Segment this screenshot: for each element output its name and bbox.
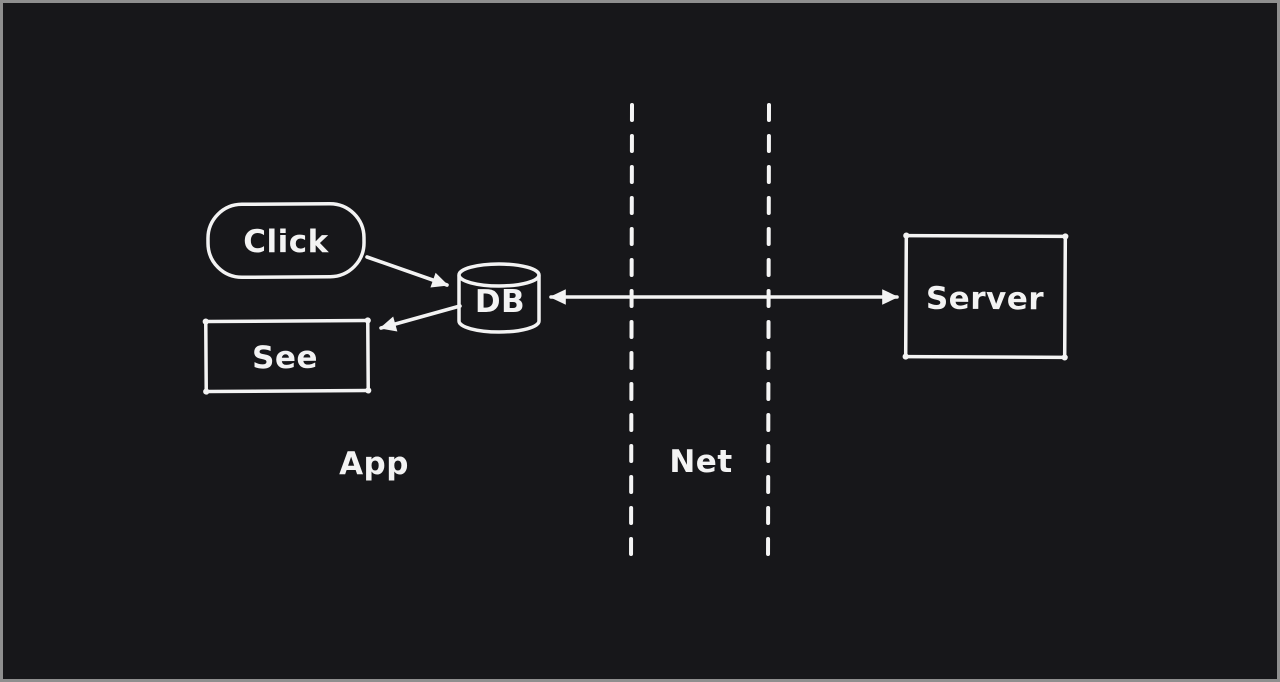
db-node-top	[457, 262, 541, 288]
corner-nub	[364, 317, 371, 324]
net-boundary-line-right[interactable]	[766, 103, 771, 571]
see-node[interactable]: See	[202, 317, 372, 395]
net-boundary-line-left[interactable]	[629, 103, 634, 571]
see-node-shape	[204, 318, 370, 394]
corner-nub	[203, 388, 210, 395]
db-node-label: DB	[475, 284, 525, 320]
click-node[interactable]: Click	[206, 201, 366, 280]
click-node-label: Click	[243, 224, 329, 260]
server-node-shape	[903, 233, 1068, 360]
corner-nub	[1062, 233, 1069, 240]
server-node-label: Server	[926, 281, 1045, 318]
corner-nub	[902, 353, 909, 360]
db-node[interactable]: DB	[457, 262, 541, 334]
db-node-body	[457, 274, 541, 334]
net-zone-label[interactable]: Net	[669, 444, 732, 480]
app-zone-label[interactable]: App	[339, 446, 409, 482]
arrow-click-to-db[interactable]	[365, 255, 449, 288]
server-node[interactable]: Server	[902, 232, 1069, 361]
corner-nub	[1061, 354, 1068, 361]
corner-nub	[202, 318, 209, 325]
corner-nub	[365, 387, 372, 394]
arrow-db-to-see[interactable]	[379, 304, 462, 332]
corner-nub	[903, 232, 910, 239]
click-node-shape	[206, 201, 366, 280]
see-node-label: See	[252, 340, 318, 376]
